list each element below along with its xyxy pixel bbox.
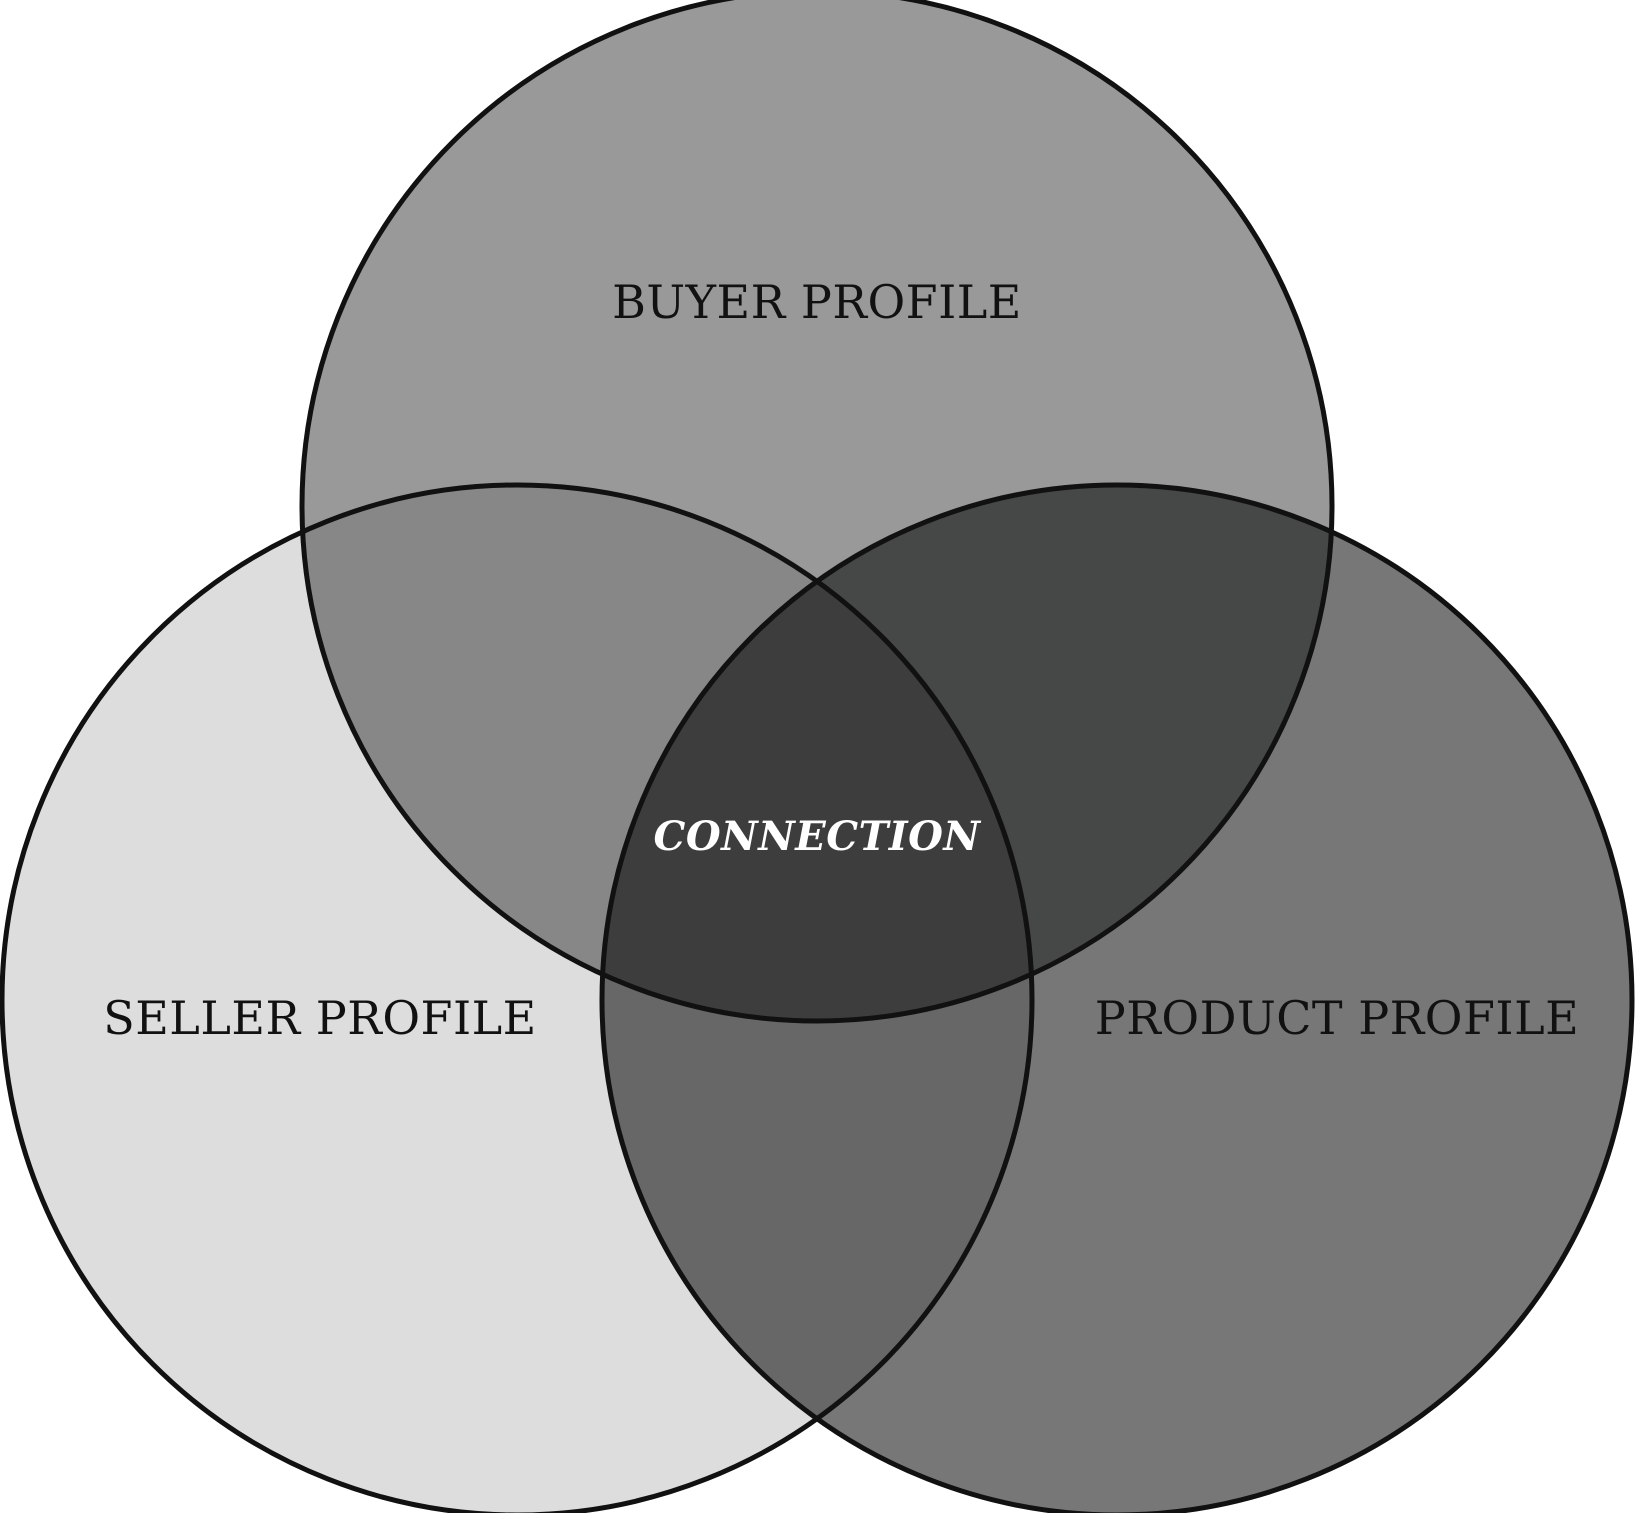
buyer-profile-label: BUYER PROFILE bbox=[612, 275, 1022, 329]
seller-profile-label: SELLER PROFILE bbox=[103, 991, 537, 1045]
connection-overlap bbox=[602, 485, 1032, 1021]
connection-label: CONNECTION bbox=[653, 813, 981, 860]
seller-outline bbox=[0, 482, 1035, 1513]
buyer-outline bbox=[299, 0, 1335, 1024]
product-profile-label: PRODUCT PROFILE bbox=[1095, 991, 1579, 1045]
product-outline bbox=[599, 482, 1635, 1513]
